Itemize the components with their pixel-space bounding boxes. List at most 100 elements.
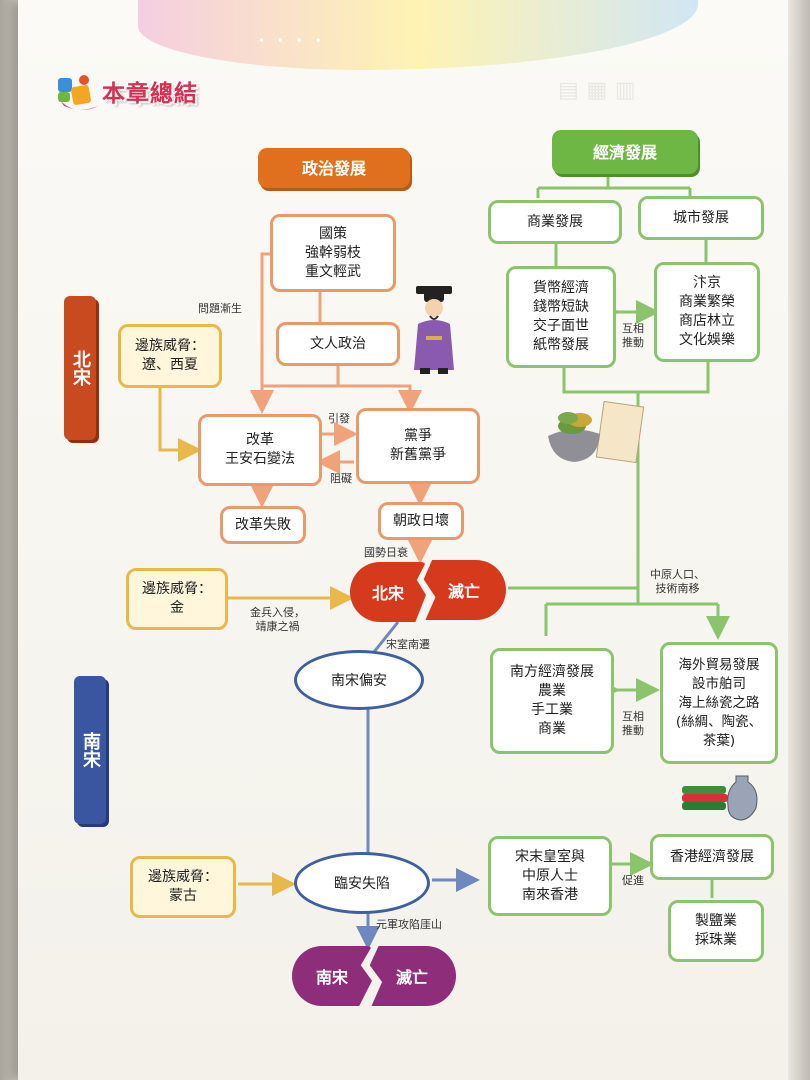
threat-jin-line2: 金 — [170, 600, 184, 616]
label-migration-line2: 技術南移 — [655, 582, 700, 595]
civil-rule-box: 文人政治 — [276, 322, 400, 366]
label-mutual-1-line1: 互相 — [622, 322, 644, 335]
silk-porcelain-icon — [682, 775, 758, 821]
official-figure-icon — [414, 286, 454, 374]
connector-civil-split — [262, 366, 410, 408]
label-promote: 促進 — [622, 874, 644, 887]
threat-jin-box: 邊族威脅： 金 — [126, 568, 228, 630]
header-politics: 政治發展 — [258, 148, 410, 188]
reform-fail-box: 改革失敗 — [220, 506, 306, 544]
silver-ingots-icon — [548, 400, 645, 464]
label-yuan-attack: 元軍攻陷厓山 — [376, 918, 442, 931]
chapter-title: 本章總結 — [102, 81, 198, 107]
chapter-icon — [58, 75, 98, 110]
label-mutual-2: 互相 推動 — [622, 710, 644, 738]
south-economy-box: 南方經濟發展 農業 手工業 商業 — [490, 648, 614, 754]
bianjing-line1: 商業繁榮 — [679, 294, 735, 310]
label-migration-line1: 中原人口、 — [650, 568, 705, 581]
cities-box: 城市發展 — [638, 196, 764, 240]
to-hongkong-box: 宋末皇室與 中原人士 南來香港 — [488, 836, 612, 916]
currency-line3: 紙幣發展 — [533, 337, 589, 353]
court-decline-box: 朝政日壞 — [378, 502, 464, 540]
hk-economy-box: 香港經濟發展 — [650, 834, 774, 880]
era-label-north: 北宋 — [70, 350, 91, 386]
threat-mongol-line1: 邊族威脅： — [148, 869, 218, 885]
label-problems: 問題漸生 — [198, 302, 242, 315]
overseas-title: 海外貿易發展 — [678, 656, 760, 673]
connector-econ-head — [536, 172, 692, 198]
factions-line1: 新舊黨爭 — [390, 447, 446, 463]
overseas-line4: 茶葉) — [702, 732, 736, 749]
connector-migration-split — [544, 602, 718, 636]
label-mutual-2-line1: 互相 — [622, 710, 644, 723]
overseas-line2: 海上絲瓷之路 — [678, 694, 760, 711]
bianjing-title: 汴京 — [693, 275, 721, 291]
connector-policy-problems — [250, 252, 274, 414]
flow-connectors — [158, 172, 788, 950]
hk-industry-line2: 採珠業 — [695, 932, 737, 948]
header-economy: 經濟發展 — [552, 130, 698, 174]
era-tab-north-song: 北宋 — [64, 296, 96, 440]
reform-box: 改革 王安石變法 — [198, 414, 322, 486]
to-hongkong-line2: 中原人士 — [522, 867, 578, 884]
label-trigger: 引發 — [328, 412, 350, 425]
south-peace-ellipse: 南宋偏安 — [294, 650, 424, 710]
commerce-box: 商業發展 — [488, 200, 622, 244]
currency-title: 貨幣經濟 — [533, 280, 589, 296]
decorative-dots: • • • • — [258, 34, 326, 48]
label-court-south: 宋室南遷 — [386, 638, 430, 651]
hk-industry-line1: 製鹽業 — [695, 913, 737, 929]
currency-line2: 交子面世 — [533, 318, 589, 334]
currency-line1: 錢幣短缺 — [533, 299, 589, 315]
label-obstruct: 阻礙 — [330, 472, 352, 485]
threat-liao-line2: 遼、西夏 — [142, 357, 198, 373]
label-migration: 中原人口、 技術南移 — [650, 568, 705, 596]
policy-title: 國策 — [319, 225, 347, 242]
threat-liao-box: 邊族威脅： 遼、西夏 — [118, 324, 222, 388]
north-fall-left: 北宋 — [350, 562, 426, 622]
reform-line1: 王安石變法 — [225, 451, 295, 467]
policy-line2: 重文輕武 — [305, 263, 361, 280]
south-economy-line2: 手工業 — [531, 702, 573, 718]
book-edge — [788, 0, 810, 1080]
label-jin-invasion-line1: 金兵入侵， — [250, 606, 305, 619]
bianjing-box: 汴京 商業繁榮 商店林立 文化娛樂 — [654, 262, 760, 362]
bianjing-line3: 文化娛樂 — [679, 332, 735, 348]
label-national-decline: 國勢日衰 — [364, 546, 408, 559]
south-fall-right: 滅亡 — [369, 946, 456, 1006]
label-mutual-1: 互相 推動 — [622, 322, 644, 350]
era-tab-south-song: 南宋 — [74, 676, 106, 824]
currency-box: 貨幣經濟 錢幣短缺 交子面世 紙幣發展 — [506, 266, 616, 368]
label-jin-invasion: 金兵入侵， 靖康之禍 — [250, 606, 305, 634]
overseas-line3: (絲綢、陶瓷、 — [675, 713, 763, 730]
policy-box: 國策 強幹弱枝 重文輕武 — [270, 214, 396, 292]
north-fall-right: 滅亡 — [423, 560, 506, 620]
faint-background-print: ▤ ▦ ▥ — [558, 78, 636, 103]
era-label-south: 南宋 — [80, 732, 101, 768]
hk-industry-box: 製鹽業 採珠業 — [668, 900, 764, 962]
to-hongkong-line1: 宋末皇室與 — [515, 848, 585, 865]
label-mutual-2-line2: 推動 — [622, 724, 644, 737]
linan-fall-ellipse: 臨安失陷 — [294, 852, 430, 914]
to-hongkong-line3: 南來香港 — [522, 886, 578, 903]
book-gutter — [0, 0, 18, 1080]
textbook-page: • • • • ▤ ▦ ▥ 本章總結 — [18, 0, 788, 1080]
threat-jin-line1: 邊族威脅： — [142, 581, 212, 597]
label-mutual-1-line2: 推動 — [622, 336, 644, 349]
factions-box: 黨爭 新舊黨爭 — [356, 408, 480, 484]
bianjing-line2: 商店林立 — [679, 313, 735, 329]
threat-mongol-box: 邊族威脅： 蒙古 — [130, 856, 236, 918]
connector-liao-reform — [158, 386, 202, 462]
south-economy-line3: 商業 — [538, 721, 566, 737]
factions-title: 黨爭 — [404, 428, 432, 444]
connector-fall-south — [372, 621, 400, 653]
south-economy-title: 南方經濟發展 — [510, 664, 594, 680]
threat-liao-line1: 邊族威脅： — [135, 338, 205, 354]
overseas-trade-box: 海外貿易發展 設市舶司 海上絲瓷之路 (絲綢、陶瓷、 茶葉) — [660, 642, 778, 764]
reform-title: 改革 — [246, 432, 274, 448]
label-jin-invasion-line2: 靖康之禍 — [255, 620, 300, 633]
overseas-line1: 設市舶司 — [692, 675, 746, 692]
south-fall-left: 南宋 — [292, 946, 372, 1006]
south-economy-line1: 農業 — [538, 683, 566, 699]
policy-line1: 強幹弱枝 — [305, 244, 361, 261]
